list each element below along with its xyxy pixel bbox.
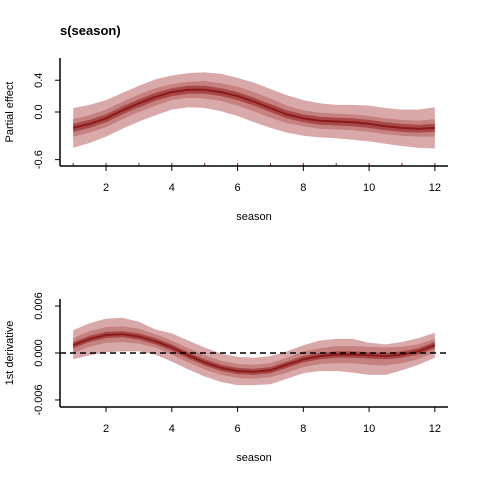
confidence-band-outer — [73, 317, 435, 386]
y-tick-label: 0.000 — [33, 339, 45, 367]
x-tick-label: 2 — [103, 423, 109, 435]
y-tick-label: -0.6 — [33, 150, 45, 169]
plot-area — [60, 317, 448, 386]
chart-title: s(season) — [60, 23, 121, 38]
y-tick-label: 0.006 — [33, 292, 45, 320]
confidence-band-inner — [73, 331, 435, 375]
x-tick-label: 12 — [429, 423, 441, 435]
y-axis-label: Partial effect — [4, 82, 16, 143]
x-tick-label: 8 — [300, 182, 306, 194]
x-tick-label: 6 — [234, 182, 240, 194]
plot-area — [72, 72, 436, 166]
y-tick-label: -0.006 — [33, 384, 45, 415]
estimate-line — [72, 333, 436, 373]
x-tick-label: 12 — [429, 182, 441, 194]
x-tick-label: 10 — [363, 182, 375, 194]
x-tick-label: 8 — [300, 423, 306, 435]
x-tick-label: 2 — [103, 182, 109, 194]
x-tick-label: 6 — [234, 423, 240, 435]
x-tick-label: 4 — [169, 182, 175, 194]
x-tick-label: 4 — [169, 423, 175, 435]
confidence-band-middle — [73, 326, 435, 379]
axes: 2 4 6 8 10 12 -0.6 0.0 0.4 — [33, 58, 448, 194]
x-tick-label: 10 — [363, 423, 375, 435]
y-tick-label: 0.0 — [33, 104, 45, 119]
axes: 2 4 6 8 10 12 -0.006 0.000 0.006 — [33, 292, 448, 435]
y-axis-label: 1st derivative — [4, 321, 16, 386]
x-axis-label: season — [236, 211, 271, 223]
panel-first-derivative: season 1st derivative 2 4 6 8 10 12 -0.006 0.00… — [4, 292, 448, 464]
y-tick-label: 0.4 — [33, 73, 45, 88]
x-axis-label: season — [236, 452, 271, 464]
panel-partial-effect: s(season) season Partial effect 2 4 6 8 10 12… — [4, 23, 448, 223]
estimate-line — [72, 88, 435, 130]
